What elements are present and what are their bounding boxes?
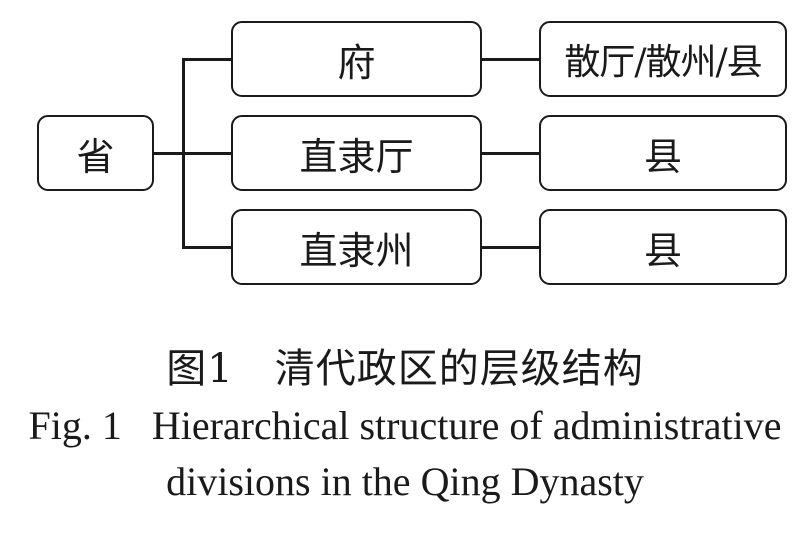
node-label: 县 (643, 134, 682, 179)
node-leaf-2: 县 (539, 115, 787, 191)
node-label: 县 (643, 228, 682, 273)
node-independent-subprefecture: 直隶厅 (231, 115, 482, 191)
connector-branch-3-leaf (480, 246, 540, 249)
node-province: 省 (37, 115, 154, 191)
node-leaf-3: 县 (539, 209, 787, 285)
connector-trunk-branch-1 (182, 58, 232, 61)
node-independent-department: 直隶州 (231, 209, 482, 285)
node-label: 散厅/散州/县 (564, 42, 762, 83)
node-prefecture: 府 (231, 21, 482, 97)
caption-chinese: 图1 清代政区的层级结构 (166, 346, 644, 392)
connector-branch-2-leaf (480, 152, 540, 155)
connector-branch-1-leaf (480, 58, 540, 61)
connector-root-trunk (153, 152, 184, 155)
node-label: 直隶厅 (299, 134, 414, 179)
caption-english-line-2: divisions in the Qing Dynasty (166, 459, 644, 504)
connector-trunk-branch-2 (182, 152, 232, 155)
caption-english-line-1: Fig. 1 Hierarchical structure of adminis… (28, 403, 782, 448)
node-leaf-1: 散厅/散州/县 (539, 21, 787, 97)
connector-trunk-branch-3 (182, 246, 232, 249)
node-label: 府 (337, 40, 376, 85)
node-label: 直隶州 (299, 228, 414, 273)
node-label: 省 (76, 134, 115, 179)
